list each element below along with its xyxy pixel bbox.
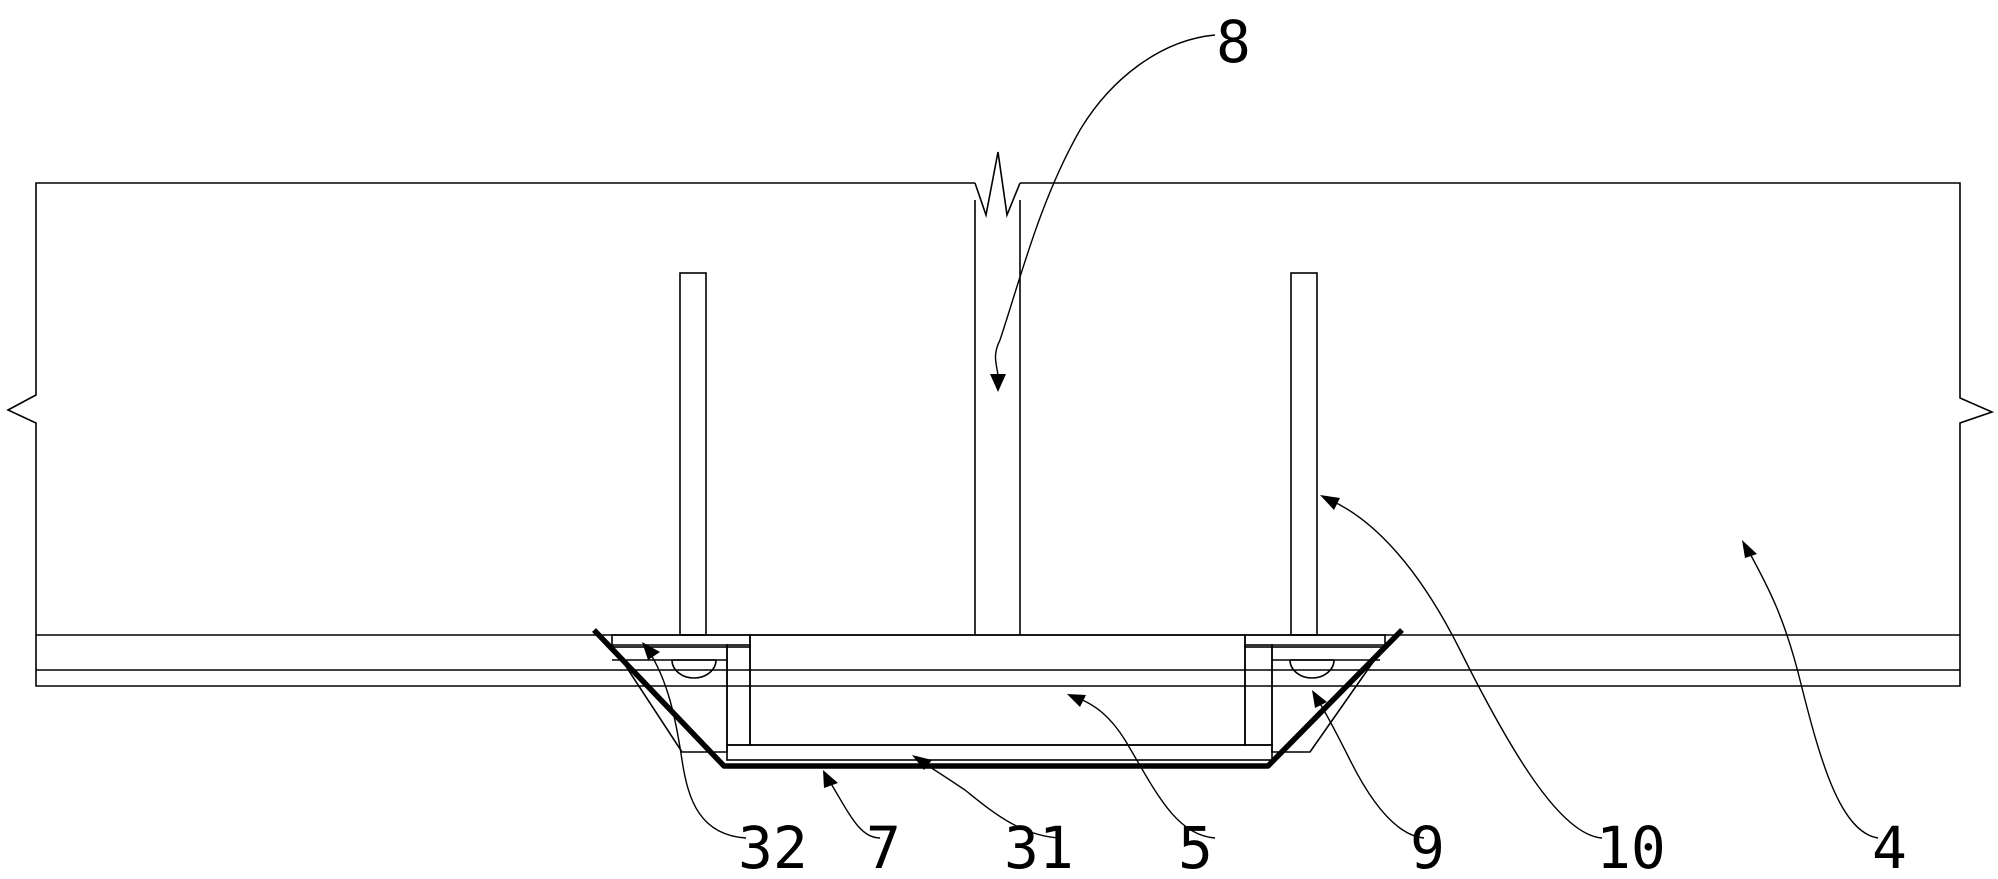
label-4: 4 <box>1872 814 1907 879</box>
label-32: 32 <box>738 814 808 879</box>
label-31: 31 <box>1004 814 1074 879</box>
waterproof-membrane <box>592 628 1404 769</box>
label-5: 5 <box>1178 814 1213 879</box>
part-labels: 8 32 7 31 5 9 10 4 <box>738 8 1907 879</box>
leader-lines <box>642 34 1879 839</box>
label-7: 7 <box>866 814 901 879</box>
label-9: 9 <box>1410 814 1445 879</box>
expansion-joint <box>974 200 1021 635</box>
concrete-slab <box>6 151 1995 687</box>
label-10: 10 <box>1596 814 1666 879</box>
label-8: 8 <box>1216 8 1251 76</box>
trough-body <box>610 634 1387 761</box>
anchor-bars <box>679 272 1318 636</box>
